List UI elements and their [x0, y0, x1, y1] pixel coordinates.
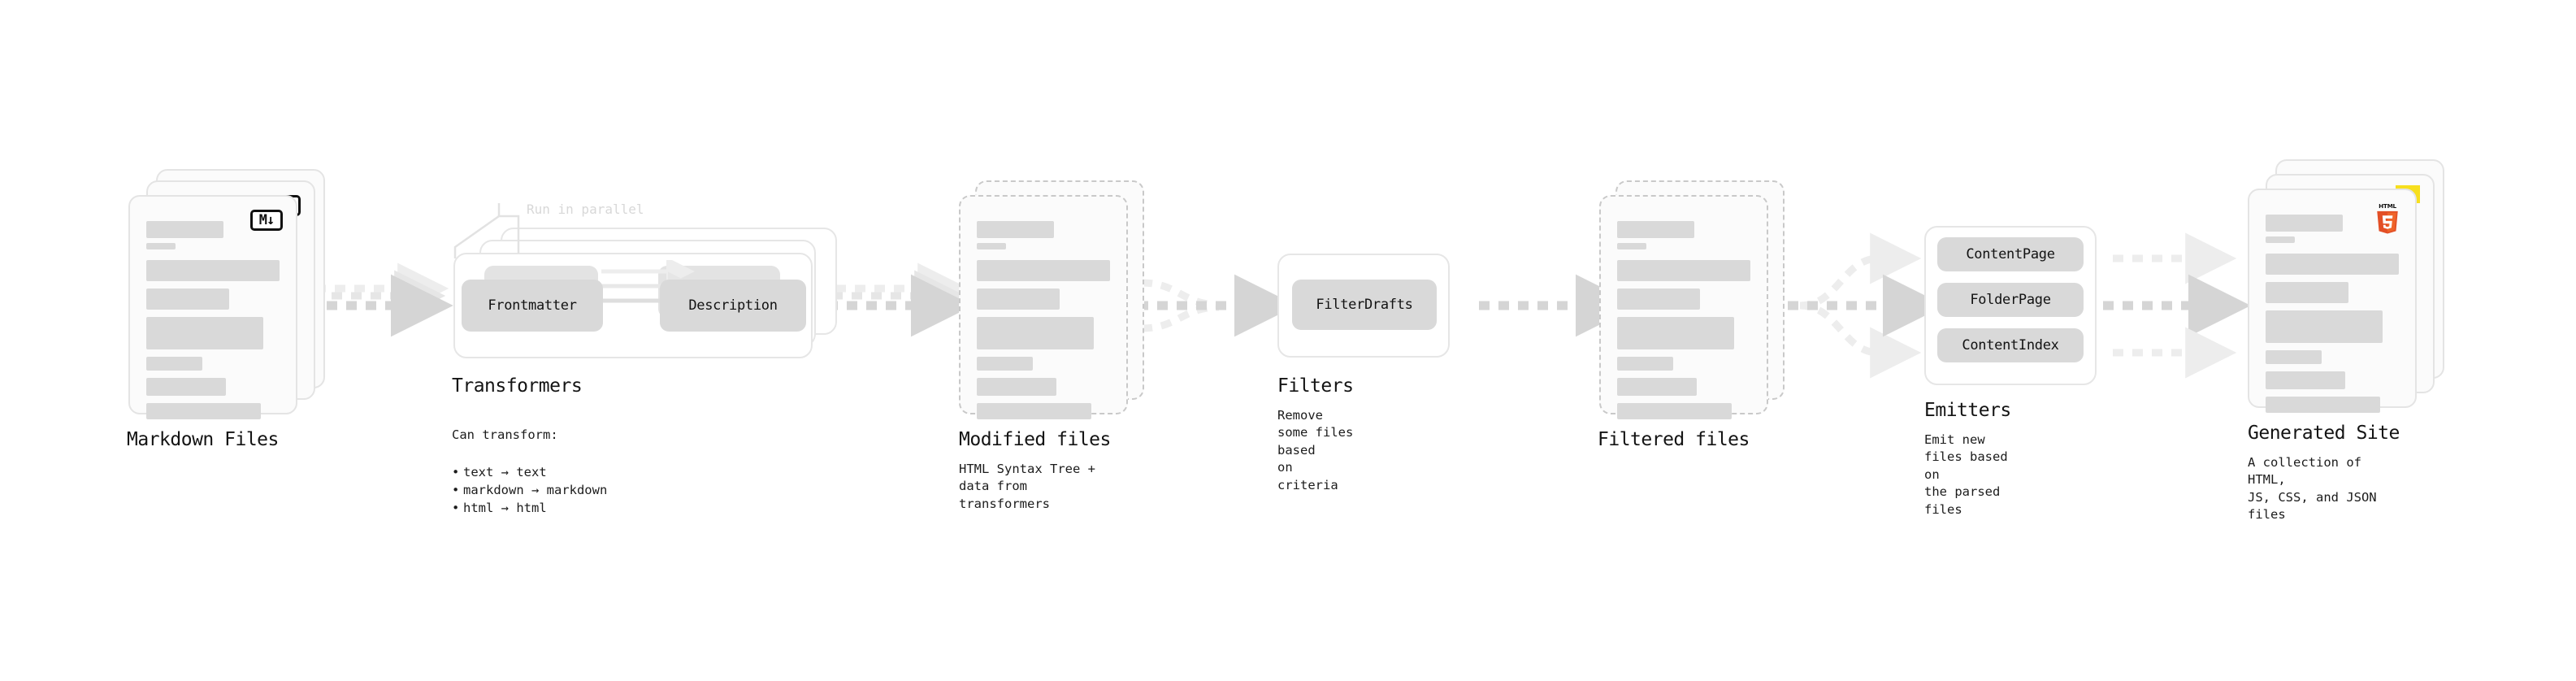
stage-title: Emitters	[1924, 400, 2011, 421]
document-skeleton	[977, 221, 1110, 419]
skeleton-bar	[2266, 350, 2322, 364]
skeleton-bar	[146, 317, 264, 349]
skeleton-bar	[977, 357, 1033, 371]
stage-title: Generated Site	[2248, 423, 2400, 444]
skeleton-bar	[146, 357, 202, 371]
skeleton-bar	[146, 403, 262, 419]
document-skeleton	[2266, 215, 2399, 413]
connector-filtered-to-emitters	[1788, 232, 1945, 379]
skeleton-bar	[146, 288, 229, 310]
parallel-label: Run in parallel	[527, 202, 644, 217]
skeleton-bar	[977, 403, 1092, 419]
stage-desc: A collection of HTML, JS, CSS, and JSON …	[2248, 455, 2377, 523]
skeleton-bar	[146, 221, 224, 238]
skeleton-bar	[977, 243, 1007, 249]
transformer-pill-frontmatter[interactable]: Frontmatter	[462, 280, 603, 332]
stage-title: Modified files	[959, 429, 1111, 450]
caption-markdown-files: Markdown Files	[127, 429, 279, 450]
skeleton-bar	[1617, 221, 1695, 238]
skeleton-bar	[2266, 310, 2383, 343]
document-skeleton	[146, 221, 280, 419]
caption-generated-site: Generated Site A collection of HTML, JS,…	[2248, 423, 2400, 524]
skeleton-bar	[146, 378, 227, 396]
markdown-icon: M↓	[250, 210, 283, 231]
caption-filters: Filters Remove some files based on crite…	[1277, 375, 1354, 494]
skeleton-bar	[146, 260, 280, 281]
skeleton-bar	[1617, 357, 1673, 371]
skeleton-bar	[977, 221, 1055, 238]
skeleton-bar	[146, 243, 176, 249]
parallel-bracket-icon	[453, 203, 520, 258]
stage-title: Markdown Files	[127, 429, 279, 450]
stage-title: Filtered files	[1598, 429, 1750, 450]
markdown-card-front: M↓	[128, 195, 297, 419]
stage-title: Transformers	[452, 375, 583, 397]
svg-text:HTML: HTML	[2379, 202, 2396, 210]
connector-transformers-to-modified	[827, 262, 974, 337]
connector-emitters-to-site	[2103, 232, 2251, 379]
transformers-desc-lead: Can transform:	[452, 427, 558, 443]
modified-card-front	[959, 195, 1128, 419]
transformers-bullet-list: text → text markdown → markdown html → h…	[452, 463, 607, 517]
skeleton-bar	[2266, 371, 2346, 389]
caption-filtered-files: Filtered files	[1598, 429, 1750, 461]
emitter-pill-contentpage[interactable]: ContentPage	[1937, 237, 2084, 271]
connector-modified-to-filters	[1138, 274, 1297, 337]
skeleton-bar	[1617, 260, 1750, 281]
site-card-front: HTML	[2248, 189, 2417, 413]
skeleton-bar	[1617, 317, 1735, 349]
caption-transformers: Transformers Can transform: text → text …	[452, 375, 607, 517]
skeleton-bar	[2266, 215, 2344, 232]
skeleton-bar	[1617, 403, 1733, 419]
list-item: html → html	[452, 499, 607, 517]
skeleton-bar	[2266, 254, 2399, 275]
skeleton-bar	[1617, 378, 1698, 396]
skeleton-bar	[2266, 282, 2348, 303]
list-item: text → text	[452, 463, 607, 481]
filtered-card-front	[1599, 195, 1768, 419]
caption-emitters: Emitters Emit new files based on the par…	[1924, 400, 2011, 518]
stage-desc: HTML Syntax Tree + data from transformer…	[959, 462, 1095, 511]
skeleton-bar	[977, 288, 1060, 310]
skeleton-bar	[977, 378, 1057, 396]
skeleton-bar	[977, 260, 1110, 281]
skeleton-bar	[2266, 397, 2381, 413]
emitter-pill-contentindex[interactable]: ContentIndex	[1937, 328, 2084, 362]
document-skeleton	[1617, 221, 1750, 419]
html5-icon: HTML	[2377, 202, 2398, 234]
filter-pill-filterdrafts[interactable]: FilterDrafts	[1292, 280, 1437, 330]
emitter-pill-folderpage[interactable]: FolderPage	[1937, 283, 2084, 317]
list-item: markdown → markdown	[452, 481, 607, 499]
stage-desc: Emit new files based on the parsed files	[1924, 432, 2008, 517]
skeleton-bar	[977, 317, 1095, 349]
transformer-pill-description[interactable]: Description	[660, 280, 806, 332]
stage-title: Filters	[1277, 375, 1354, 397]
caption-modified-files: Modified files HTML Syntax Tree + data f…	[959, 429, 1111, 513]
skeleton-bar	[1617, 243, 1647, 249]
skeleton-bar	[2266, 236, 2296, 243]
skeleton-bar	[1617, 288, 1700, 310]
stage-desc: Remove some files based on criteria	[1277, 408, 1354, 492]
